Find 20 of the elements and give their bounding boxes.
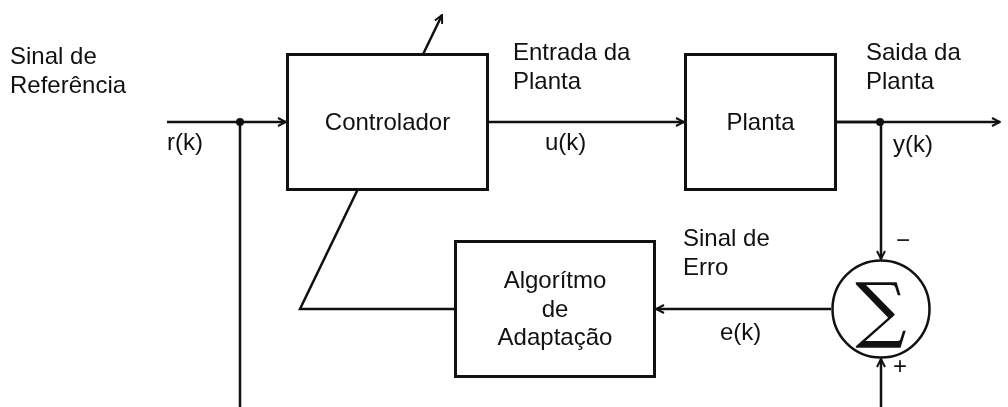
sign-label: − (896, 226, 911, 255)
sign-label: + (893, 352, 908, 381)
signal-name: Sinal de Erro (683, 224, 771, 282)
plant-block (684, 53, 837, 191)
signal-label: y(k) (893, 130, 933, 159)
arrow (655, 304, 831, 314)
arrow (489, 117, 685, 127)
block-label: Controlador (324, 107, 451, 137)
controller-block (286, 53, 489, 191)
signal-name: Saida da Planta (866, 38, 962, 96)
block-label: Planta (726, 107, 795, 137)
signal-name: Entrada da Planta (513, 38, 632, 96)
adaptation-block (454, 240, 656, 378)
signal-label: u(k) (545, 128, 587, 157)
arrow (837, 120, 886, 260)
signal-label: e(k) (720, 318, 762, 347)
signal-label: r(k) (167, 128, 203, 157)
signal-arrow (167, 117, 287, 127)
signal-name: Sinal de Referência (10, 42, 128, 100)
block-label: Algorítmo de Adaptação (496, 265, 614, 353)
